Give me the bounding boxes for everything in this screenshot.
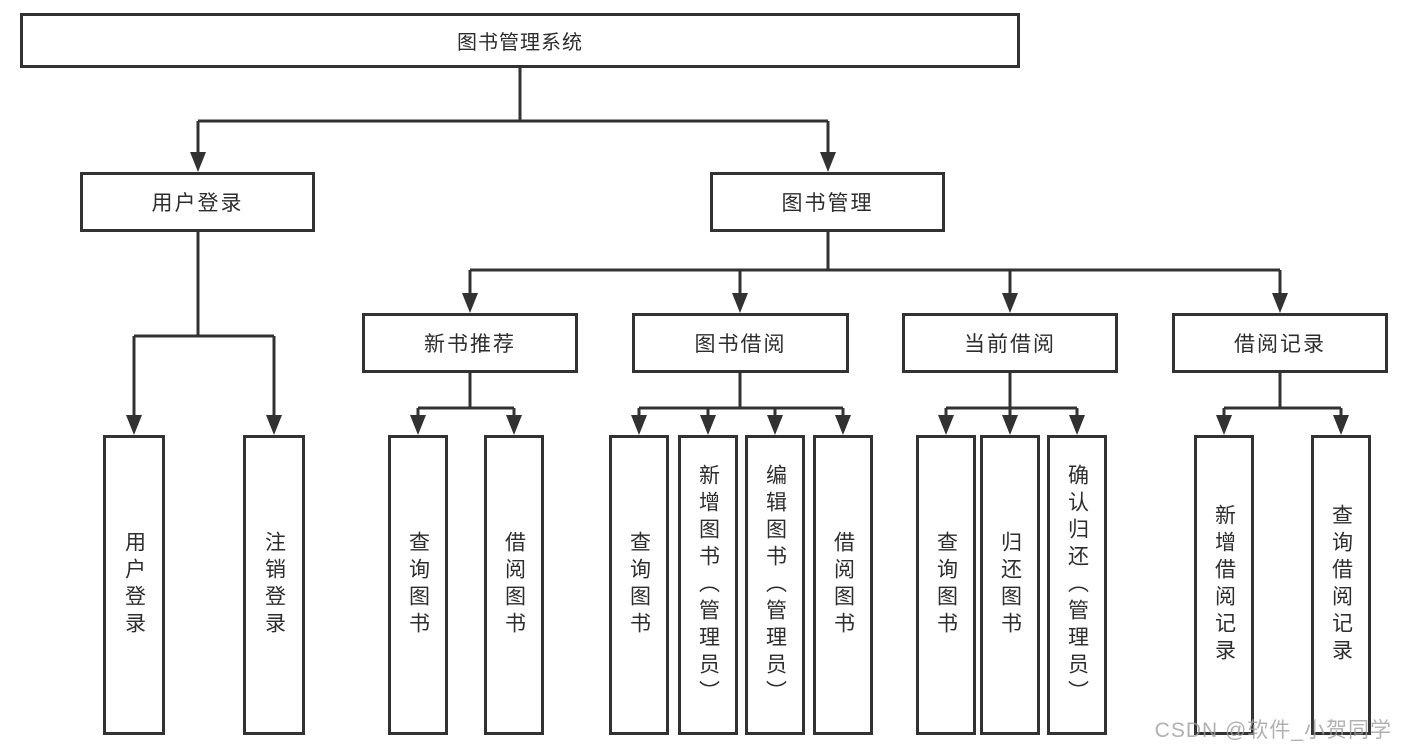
node-leaf-return-books: 归还图书 [980, 435, 1040, 735]
node-leaf-borrow-books-recommend: 借阅图书 [484, 435, 544, 735]
node-current-borrow: 当前借阅 [902, 313, 1118, 373]
node-borrow-records: 借阅记录 [1172, 313, 1388, 373]
node-leaf-query-books-borrow: 查询图书 [609, 435, 669, 735]
arrowheads [126, 152, 1349, 435]
leaf-label: 新增借阅记录 [1212, 504, 1236, 666]
leaf-label: 注销登录 [262, 531, 286, 639]
node-leaf-query-borrow-record: 查询借阅记录 [1311, 435, 1371, 735]
node-book-borrow: 图书借阅 [632, 313, 849, 373]
node-root: 图书管理系统 [20, 13, 1020, 68]
node-new-book-recommend: 新书推荐 [362, 313, 578, 373]
node-leaf-edit-books-admin: 编辑图书（管理员） [745, 435, 805, 735]
node-leaf-add-books-admin: 新增图书（管理员） [678, 435, 738, 735]
node-leaf-query-books-current: 查询图书 [916, 435, 976, 735]
node-book-management: 图书管理 [710, 172, 945, 232]
csdn-watermark: CSDN @软件_小贺同学 [1154, 719, 1392, 742]
leaf-label: 新增图书（管理员） [696, 463, 720, 707]
leaf-label: 确认归还（管理员） [1065, 463, 1089, 707]
leaf-label: 查询图书 [406, 531, 430, 639]
leaf-label: 查询借阅记录 [1329, 504, 1353, 666]
tree-edges [132, 68, 1343, 419]
node-leaf-logout: 注销登录 [243, 435, 305, 735]
leaf-label: 借阅图书 [831, 531, 855, 639]
node-leaf-add-borrow-record: 新增借阅记录 [1194, 435, 1254, 735]
node-leaf-confirm-return-admin: 确认归还（管理员） [1047, 435, 1107, 735]
leaf-label: 归还图书 [998, 531, 1022, 639]
node-user-login: 用户登录 [80, 172, 315, 232]
leaf-label: 查询图书 [934, 531, 958, 639]
leaf-label: 查询图书 [627, 531, 651, 639]
leaf-label: 编辑图书（管理员） [763, 463, 787, 707]
leaf-label: 借阅图书 [502, 531, 526, 639]
node-leaf-query-books-recommend: 查询图书 [388, 435, 448, 735]
node-leaf-user-login: 用户登录 [103, 435, 165, 735]
node-leaf-borrow-books-borrow: 借阅图书 [813, 435, 873, 735]
leaf-label: 用户登录 [122, 531, 146, 639]
